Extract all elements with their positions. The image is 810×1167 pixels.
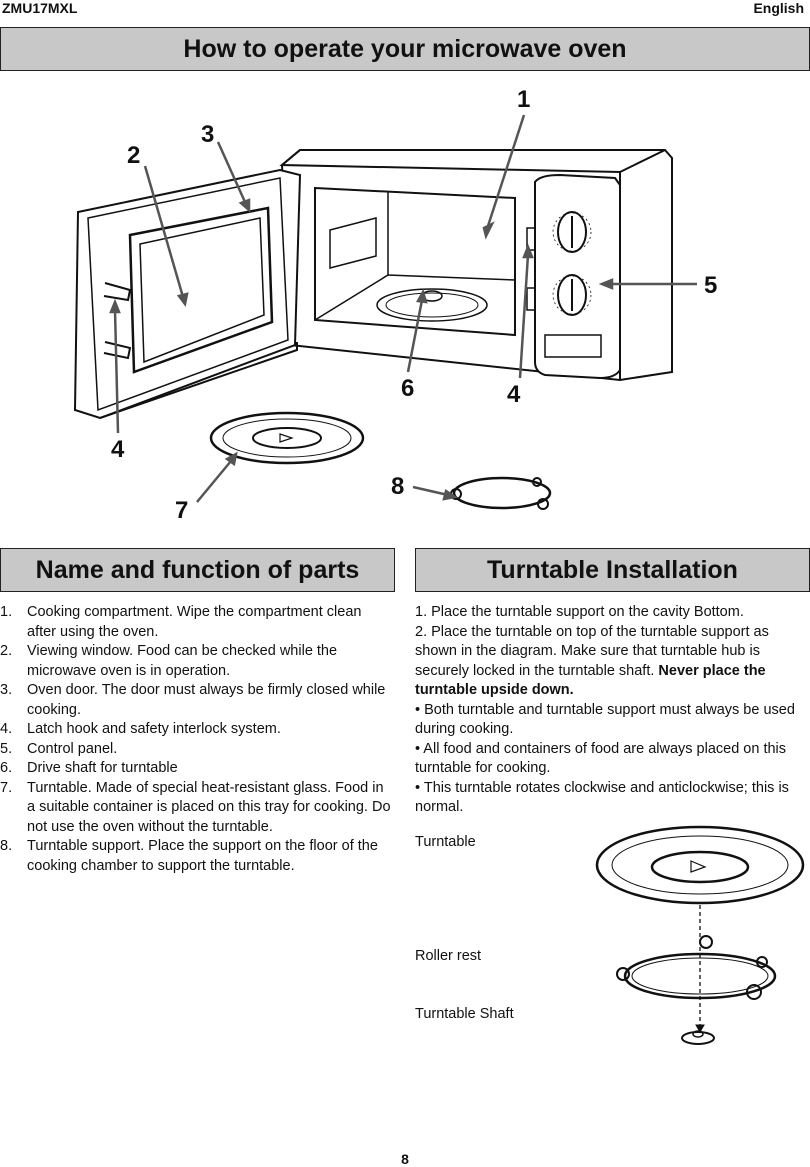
callout-4-oven: 4 [507, 381, 521, 408]
page-number: 8 [401, 1151, 409, 1167]
callout-2: 2 [127, 142, 140, 169]
microwave-diagram: 1 2 3 4 4 5 6 7 8 [73, 86, 717, 524]
label-turntable: Turntable [415, 834, 476, 850]
list-item: 2.Viewing window. Food can be checked wh… [0, 643, 338, 679]
install-bullet-1: • Both turntable and turntable support m… [415, 701, 795, 738]
install-bullet-3: • This turntable rotates clockwise and a… [415, 779, 789, 816]
language-label: English [753, 0, 804, 16]
install-warning: Never place the turntable upside down. [415, 662, 766, 699]
main-title: How to operate your microwave oven [0, 27, 810, 71]
label-roller-rest: Roller rest [415, 948, 482, 964]
parts-section-title: Name and function of parts [0, 548, 395, 592]
list-item: 1.Cooking compartment. Wipe the compartm… [0, 604, 362, 640]
list-item: 3.Oven door. The door must always be fir… [0, 682, 386, 718]
list-item: 7.Turntable. Made of special heat-resist… [0, 779, 391, 835]
install-instructions: 1. Place the turntable support on the ca… [415, 603, 810, 818]
install-bullet-2: • All food and containers of food are al… [415, 740, 787, 777]
callout-7: 7 [175, 497, 188, 524]
callout-8: 8 [391, 473, 404, 500]
model-code: ZMU17MXL [2, 0, 78, 16]
install-step-1: 1. Place the turntable support on the ca… [415, 604, 744, 620]
label-turntable-shaft: Turntable Shaft [415, 1006, 514, 1022]
list-item: 8.Turntable support. Place the support o… [0, 838, 378, 874]
list-item: 5.Control panel. [0, 740, 118, 757]
callout-1: 1 [517, 86, 530, 113]
callout-5: 5 [704, 272, 717, 299]
callout-6: 6 [401, 375, 414, 402]
callout-4-door: 4 [111, 436, 125, 463]
list-item: 4.Latch hook and safety interlock system… [0, 721, 281, 737]
install-section-title: Turntable Installation [415, 548, 810, 592]
turntable-installation-diagram [595, 825, 805, 1045]
list-item: 6.Drive shaft for turntable [0, 760, 178, 776]
install-step-2: 2. Place the turntable on top of the tur… [415, 623, 769, 699]
parts-list: 1.Cooking compartment. Wipe the compartm… [0, 603, 392, 876]
callout-3: 3 [201, 121, 214, 148]
